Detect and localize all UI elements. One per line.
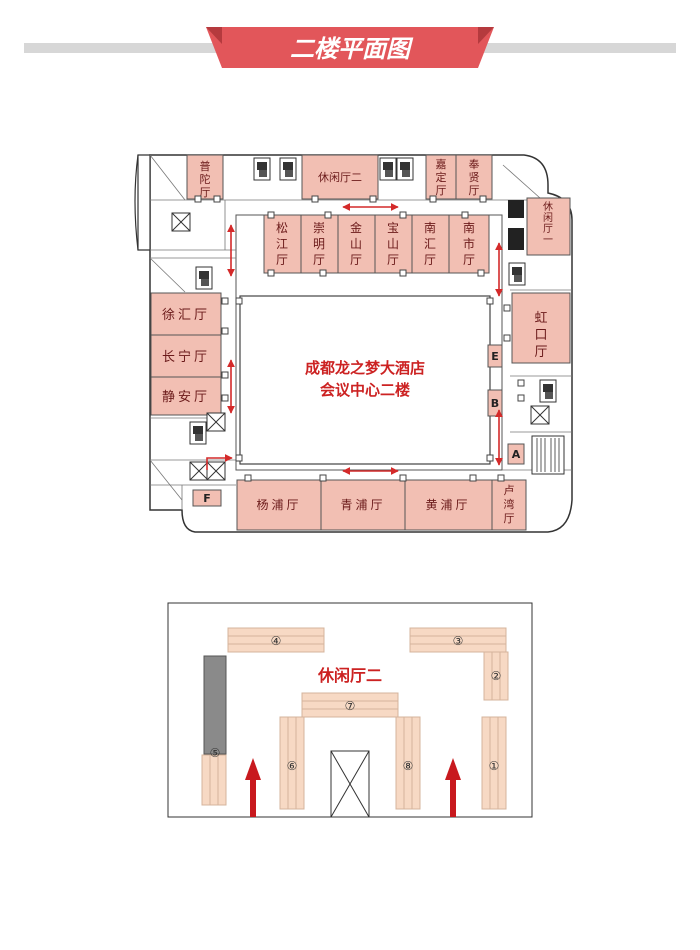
room-label-xiuxian1: 休闲厅一 [543, 201, 553, 246]
room-nanshi[interactable] [448, 214, 490, 274]
room-xiuxian1[interactable] [526, 197, 571, 256]
table-label-5: ⑤ [210, 746, 221, 760]
room-hongkou[interactable] [511, 292, 571, 364]
room-label-songjiang: 松江厅 [276, 221, 288, 267]
room-baoshan[interactable] [374, 214, 413, 274]
main-hall [239, 295, 491, 465]
room-huangpu[interactable] [404, 479, 493, 531]
entrance-arrows [245, 758, 461, 817]
table-label-8: ⑧ [403, 759, 414, 773]
room-label-huangpu: 黄浦厅 [425, 498, 470, 512]
service-block [508, 228, 524, 250]
room-songjiang[interactable] [263, 214, 302, 274]
marker-e: E [491, 350, 499, 363]
room-label-jiading: 嘉定厅 [436, 157, 447, 197]
room-label-putuo: 普陀厅 [200, 159, 211, 199]
room-yangpu[interactable] [236, 479, 322, 531]
room-xuhui[interactable] [150, 292, 222, 336]
detail-tables [201, 627, 509, 810]
hall-title-line1: 成都龙之梦大酒店 [305, 359, 425, 377]
room-jiading[interactable] [425, 154, 457, 200]
room-jingan[interactable] [150, 376, 222, 416]
room-qingpu[interactable] [320, 479, 406, 531]
room-jinshan[interactable] [337, 214, 376, 274]
table-label-1: ① [489, 759, 500, 773]
escalator-icon [531, 435, 565, 475]
room-label-luwan: 卢湾厅 [504, 484, 515, 525]
room-label-jingan: 静安厅 [162, 390, 210, 405]
room-label-xiuxian2: 休闲厅二 [318, 170, 362, 184]
room-label-jinshan: 金山厅 [350, 220, 362, 267]
table-label-3: ③ [453, 634, 464, 648]
marker-a: A [512, 448, 521, 461]
room-chongming[interactable] [300, 214, 339, 274]
room-label-xuhui: 徐汇厅 [162, 308, 210, 323]
room-fengxian[interactable] [455, 154, 493, 200]
room-label-yangpu: 杨浦厅 [256, 497, 301, 512]
detail-stage [203, 655, 227, 755]
room-label-chongming: 崇明厅 [313, 221, 325, 267]
room-label-fengxian: 奉贤厅 [469, 157, 480, 197]
room-nanhui[interactable] [411, 214, 450, 274]
marker-b: B [491, 397, 499, 410]
room-label-qingpu: 青浦厅 [340, 498, 385, 512]
detail-title: 休闲厅二 [317, 666, 382, 685]
room-label-nanshi: 南市厅 [463, 220, 475, 267]
marker-f: F [203, 492, 211, 505]
room-label-nanhui: 南汇厅 [424, 220, 436, 267]
room-label-hongkou: 虹口厅 [534, 311, 547, 360]
hall-title-line2: 会议中心二楼 [320, 381, 410, 399]
table-label-4: ④ [271, 634, 282, 648]
service-block [508, 200, 524, 218]
header-banner [206, 27, 494, 68]
room-changning[interactable] [150, 334, 222, 378]
table-label-6: ⑥ [287, 759, 298, 773]
room-putuo[interactable] [186, 154, 224, 200]
room-label-baoshan: 宝山厅 [387, 221, 399, 267]
table-label-7: ⑦ [345, 699, 356, 713]
flow-arrows [206, 203, 503, 475]
page-title: 二楼平面图 [290, 35, 414, 63]
table-label-2: ② [491, 669, 502, 683]
room-luwan[interactable] [491, 479, 527, 531]
room-xiuxian2[interactable] [301, 154, 379, 200]
room-label-changning: 长宁厅 [162, 349, 210, 365]
